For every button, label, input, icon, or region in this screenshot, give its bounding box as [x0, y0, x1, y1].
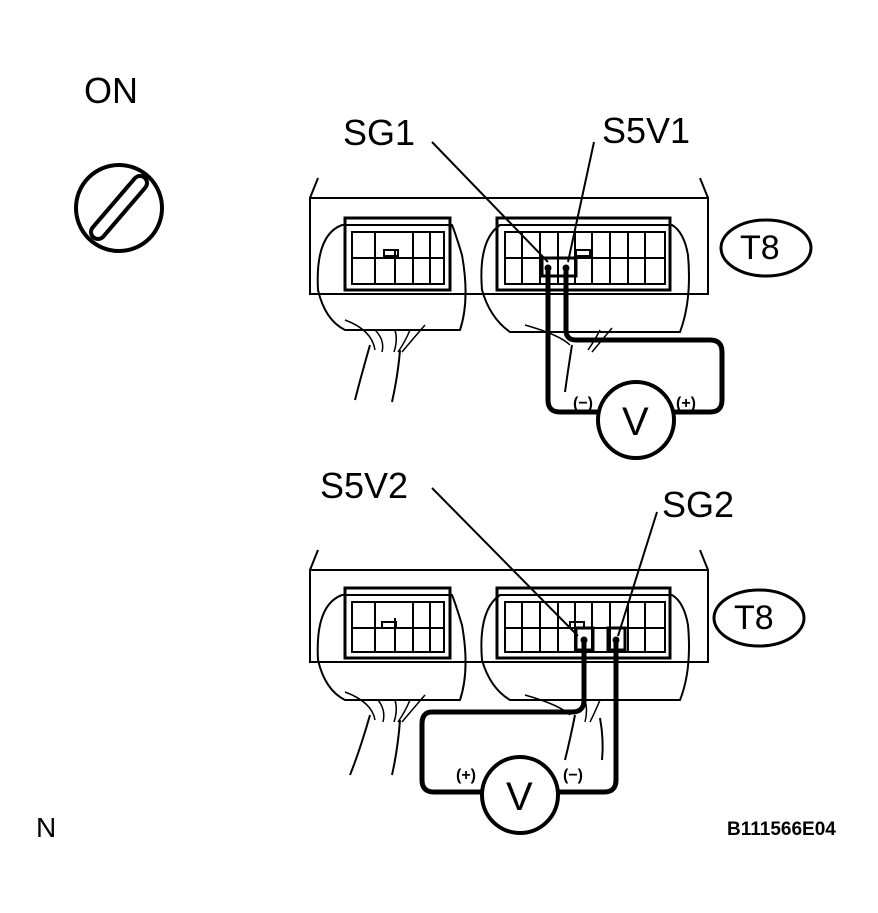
probe-lead-neg-bottom: [556, 636, 620, 795]
probe-neg-label-bottom: (−): [563, 767, 583, 784]
leader-sg2: [617, 511, 658, 637]
voltmeter-symbol-bottom: V: [506, 775, 533, 819]
terminal-label-sg2: SG2: [662, 484, 735, 525]
connector-id-top: T8: [740, 229, 780, 267]
leader-s5v1: [567, 141, 595, 263]
voltmeter-top: [596, 380, 676, 460]
connector-left-bottom: [316, 586, 467, 701]
probe-lead-pos-bottom: [419, 636, 588, 795]
probe-lead-neg-top: [544, 264, 598, 415]
ignition-state-label: ON: [84, 70, 138, 111]
connector-right-top: [480, 216, 690, 333]
corner-mark: N: [36, 812, 57, 843]
ignition-switch-icon: [74, 163, 164, 253]
probe-neg-label-top: (−): [573, 395, 593, 412]
connector-id-oval-bottom: [712, 588, 806, 648]
probe-lead-pos-top: [562, 264, 725, 415]
ecu-housing-top: [309, 177, 709, 295]
voltmeter-bottom: [480, 755, 560, 835]
wire-harness-right-bottom: [524, 694, 604, 761]
wire-harness-left-top: [344, 319, 426, 403]
leader-s5v2: [431, 487, 579, 637]
terminal-label-s5v2: S5V2: [320, 465, 409, 506]
leader-sg1: [431, 141, 549, 263]
ecu-housing-bottom: [309, 549, 709, 663]
terminal-label-sg1: SG1: [343, 112, 416, 153]
wire-harness-left-bottom: [344, 691, 426, 776]
terminal-label-s5v1: S5V1: [602, 110, 691, 151]
connector-id-oval-top: [719, 218, 813, 278]
probe-pos-label-top: (+): [676, 395, 696, 412]
probe-pos-label-bottom: (+): [456, 767, 476, 784]
voltmeter-symbol-top: V: [622, 400, 649, 444]
connector-id-bottom: T8: [734, 599, 774, 637]
connector-left-top: [316, 216, 467, 331]
figure-code: B111566E04: [727, 819, 836, 840]
